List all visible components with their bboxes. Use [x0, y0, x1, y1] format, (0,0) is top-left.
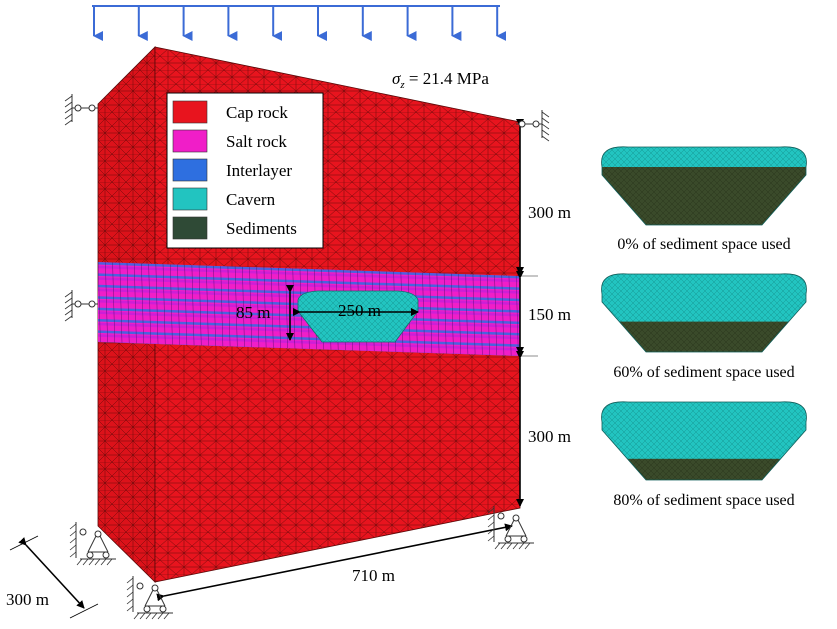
- cavern-case: 80% of sediment space used: [601, 401, 807, 509]
- legend-label: Interlayer: [226, 161, 292, 180]
- cavern-width-label: 250 m: [338, 301, 381, 320]
- sediment-region: [601, 167, 807, 225]
- vertical-dimensions: 300 m 150 m 300 m: [516, 119, 571, 507]
- width-label: 710 m: [352, 566, 395, 585]
- sediment-region: [601, 458, 807, 480]
- legend-swatch: [172, 216, 208, 240]
- width-dimension: 710 m: [156, 523, 513, 602]
- depth-label: 300 m: [6, 590, 49, 609]
- roller-support: [516, 110, 550, 142]
- legend-label: Cavern: [226, 190, 276, 209]
- cavern-height-dim: 85 m: [236, 285, 294, 341]
- cavern-height-label: 85 m: [236, 303, 270, 322]
- roller-support: [487, 506, 534, 550]
- roller-support: [69, 522, 116, 566]
- bottom-layer-label: 300 m: [528, 427, 571, 446]
- cavern-case: 60% of sediment space used: [601, 273, 807, 381]
- legend-swatch: [172, 100, 208, 124]
- stress-label: σz = 21.4 MPa: [392, 69, 489, 91]
- legend-swatch: [172, 129, 208, 153]
- cavern-width-dim: 250 m: [293, 301, 419, 320]
- legend-swatch: [172, 187, 208, 211]
- supports: [64, 94, 550, 620]
- legend-label: Salt rock: [226, 132, 287, 151]
- top-layer-label: 300 m: [528, 203, 571, 222]
- legend-label: Sediments: [226, 219, 297, 238]
- sediment-region: [601, 321, 807, 352]
- depth-dimension: 300 m: [6, 535, 99, 619]
- cavern-case-caption: 80% of sediment space used: [613, 492, 794, 509]
- cavern-center: [297, 290, 419, 343]
- legend-swatch: [172, 158, 208, 182]
- roller-support: [64, 290, 98, 322]
- cavern-case-caption: 0% of sediment space used: [617, 236, 790, 253]
- load-arrows: [92, 5, 507, 41]
- cavern-cases: 0% of sediment space used 60% of sediment…: [601, 146, 807, 509]
- legend-label: Cap rock: [226, 103, 288, 122]
- cavern-case: 0% of sediment space used: [601, 146, 807, 253]
- middle-layer-label: 150 m: [528, 305, 571, 324]
- roller-support: [126, 576, 173, 620]
- roller-support: [64, 94, 98, 126]
- cavern-case-caption: 60% of sediment space used: [613, 364, 794, 381]
